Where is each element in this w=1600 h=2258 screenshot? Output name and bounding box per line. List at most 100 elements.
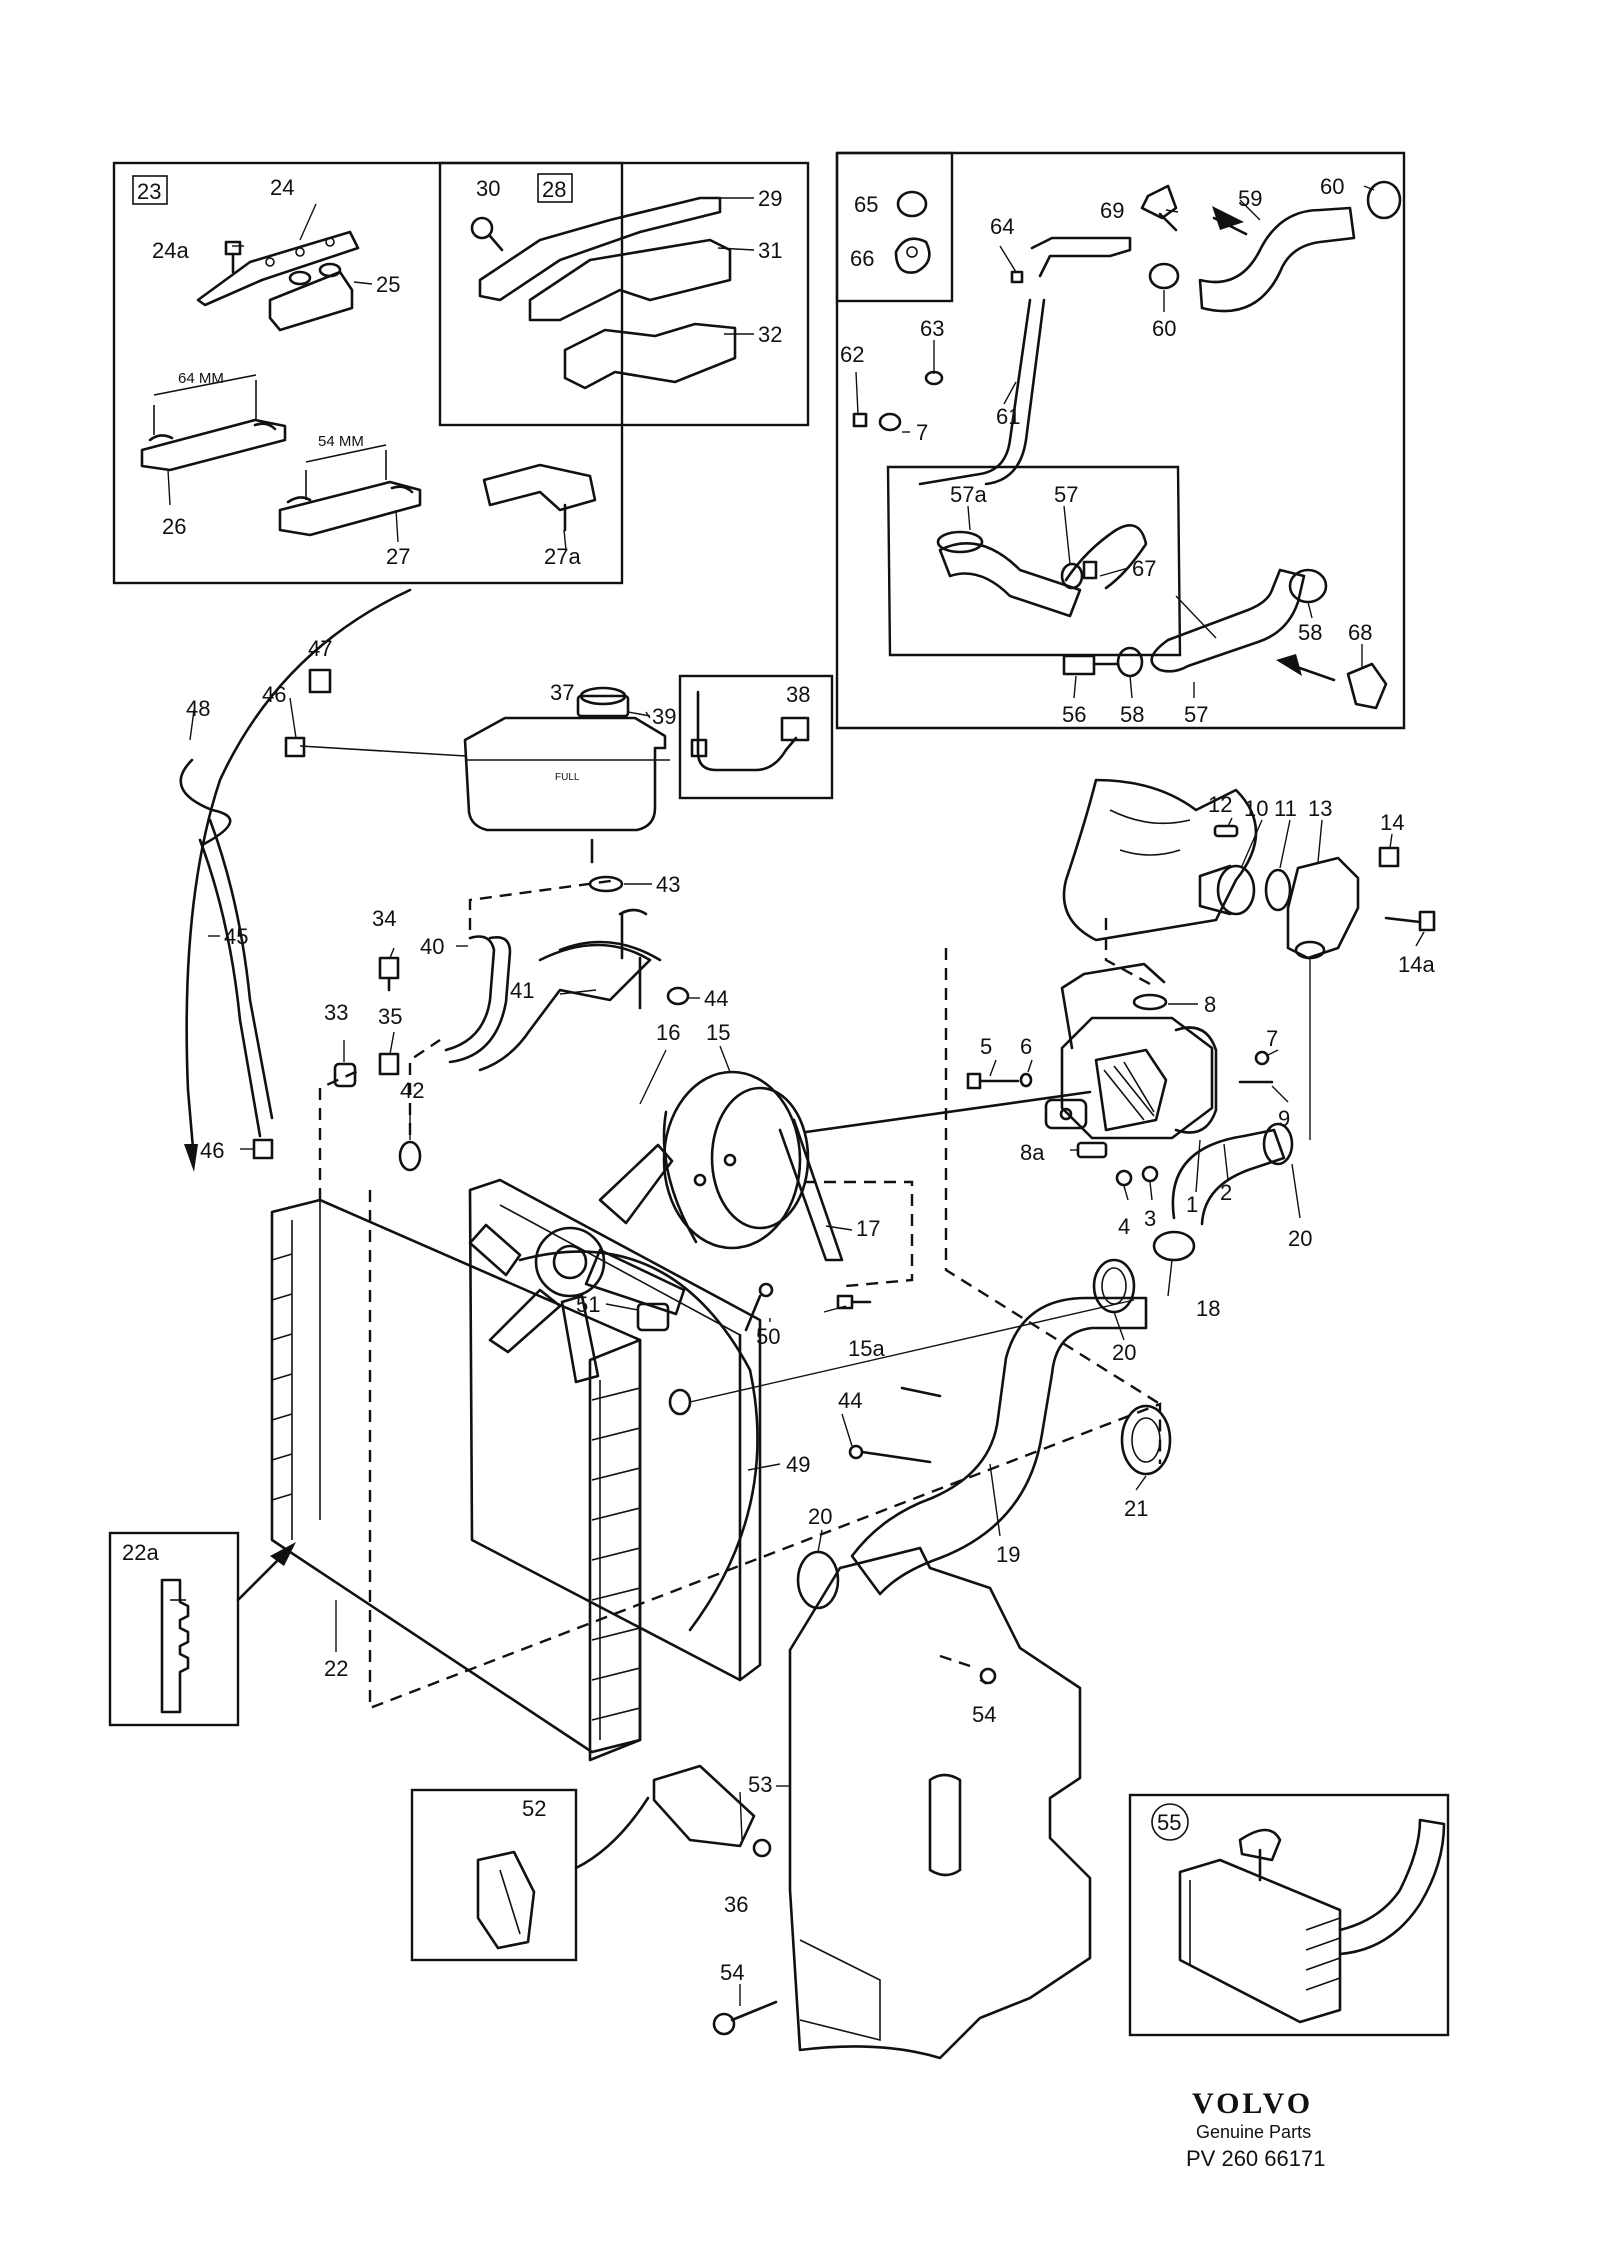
tank-cap-39 [576, 686, 630, 718]
engine-block-outline [1062, 778, 1258, 942]
callout-20-lower: 20 [808, 1504, 832, 1529]
screw-30 [470, 216, 504, 252]
bolt-54-lower [712, 2000, 778, 2036]
o-ring-11 [1264, 868, 1292, 912]
dashed-guide-40 [468, 878, 619, 930]
callout-67: 67 [1132, 556, 1156, 581]
callout-9: 9 [1278, 1106, 1290, 1131]
callout-28: 28 [542, 177, 566, 202]
heater-pipe-61 [918, 236, 1132, 486]
fan-16 [468, 1143, 686, 1384]
hose-19 [850, 1296, 1148, 1596]
bolt-14a [1384, 910, 1436, 932]
hose-clip-46 [252, 736, 306, 1160]
callout-48: 48 [186, 696, 210, 721]
callout-19: 19 [996, 1542, 1020, 1567]
callout-44-upper: 44 [704, 986, 728, 1011]
clip-47 [308, 668, 332, 694]
arrow-head-22a [270, 1542, 296, 1566]
hose-57a [936, 530, 1082, 618]
washer-43 [588, 875, 624, 893]
nipple-56 [1062, 654, 1120, 676]
callout-52: 52 [522, 1796, 546, 1821]
callout-46-lower: 46 [200, 1138, 224, 1163]
callout-18: 18 [1196, 1296, 1220, 1321]
callout-20-right: 20 [1288, 1226, 1312, 1251]
arrow-57 [1276, 654, 1302, 676]
callout-65: 65 [854, 192, 878, 217]
arrow-59 [1212, 206, 1244, 230]
callout-15: 15 [706, 1020, 730, 1045]
brand-part-code: PV 260 66171 [1186, 2146, 1325, 2171]
callout-57-upper: 57 [1054, 482, 1078, 507]
leader-lines [167, 185, 1425, 2006]
drain-valve-22a [160, 1578, 190, 1714]
clamp-44 [666, 986, 690, 1006]
callout-21: 21 [1124, 1496, 1148, 1521]
callout-22a: 22a [122, 1540, 159, 1565]
callout-56: 56 [1062, 702, 1086, 727]
hub-plate [1044, 1098, 1088, 1130]
callout-14a: 14a [1398, 952, 1435, 977]
callout-1: 1 [1186, 1192, 1198, 1217]
callout-60-lower: 60 [1152, 316, 1176, 341]
callout-26: 26 [162, 514, 186, 539]
callout-2: 2 [1220, 1180, 1232, 1205]
callout-42: 42 [400, 1078, 424, 1103]
washer-6 [1019, 1072, 1033, 1088]
callout-63: 63 [920, 316, 944, 341]
gasket-8a [1076, 1141, 1108, 1159]
callout-45: 45 [224, 924, 248, 949]
callout-47: 47 [308, 636, 332, 661]
hose-clamp-21 [1120, 1404, 1172, 1476]
brand-subtitle: Genuine Parts [1196, 2122, 1311, 2142]
temp-sensor-35 [378, 1052, 400, 1076]
clip-68 [1346, 662, 1388, 710]
pump-bolt-5 [966, 1072, 1020, 1090]
callout-37: 37 [550, 680, 574, 705]
callout-39: 39 [652, 704, 676, 729]
screw-24a [224, 240, 242, 274]
inset-box-52 [410, 1788, 578, 1962]
callout-68: 68 [1348, 620, 1372, 645]
callout-27: 27 [386, 544, 410, 569]
connector-line-rad-to-pump [689, 1299, 1135, 1403]
callout-16: 16 [656, 1020, 680, 1045]
callout-61: 61 [996, 404, 1020, 429]
callout-59: 59 [1238, 186, 1262, 211]
callout-46-upper: 46 [262, 682, 286, 707]
callout-58-lower: 58 [1120, 702, 1144, 727]
bolt-50 [744, 1282, 774, 1332]
brand-name: VOLVO [1192, 2087, 1313, 2120]
callout-labels: 23 24 24a 25 64 MM 54 MM 26 27 27a 30 28… [122, 173, 1435, 1985]
callout-14: 14 [1380, 810, 1404, 835]
callout-7: 7 [1266, 1026, 1278, 1051]
hose-59 [1198, 206, 1356, 313]
bolt-54-upper [979, 1667, 997, 1685]
callout-44-lower: 44 [838, 1388, 862, 1413]
inset-box-55 [1128, 1793, 1450, 2037]
callout-35: 35 [378, 1004, 402, 1029]
callout-50: 50 [756, 1324, 780, 1349]
washer-3 [1141, 1165, 1159, 1183]
mount-cushion-27 [278, 444, 422, 537]
expansion-tank-37: FULL [463, 716, 670, 864]
washer-8 [1132, 993, 1168, 1011]
arrow-52 [574, 1796, 650, 1870]
mount-cushion-26 [140, 374, 287, 472]
radiator-lower-guide [368, 1190, 1162, 1710]
callout-11: 11 [1274, 796, 1297, 821]
clip-7-heater [878, 412, 902, 432]
clamp-58-lower [1116, 646, 1144, 678]
callout-31: 31 [758, 238, 782, 263]
bracket-29 [478, 196, 722, 302]
callout-53: 53 [748, 1772, 772, 1797]
callout-64mm: 64 MM [178, 370, 224, 387]
screw-62 [852, 412, 868, 428]
sensor-12 [1213, 824, 1239, 838]
callout-36: 36 [724, 1892, 748, 1917]
washer-7 [1254, 1050, 1270, 1066]
pump-gasket-2 [1174, 1026, 1218, 1134]
fan-bolt-15a [836, 1294, 872, 1310]
thermostat-housing-13 [1286, 856, 1360, 960]
